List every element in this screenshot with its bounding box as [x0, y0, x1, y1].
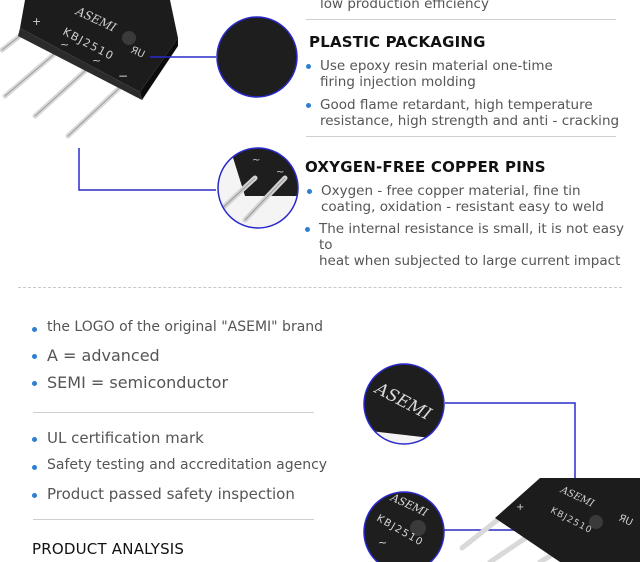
ul-item-1: UL certification mark	[32, 429, 204, 447]
ul-item-2: Safety testing and accreditation agency	[32, 457, 327, 473]
logo-item-2-text: A = advanced	[47, 346, 160, 365]
zoom-circle-logo	[363, 363, 445, 445]
bullet-dot	[307, 189, 312, 194]
zoom-circle-logo-content	[364, 364, 444, 444]
plastic-bullet-1-line-1: Use epoxy resin material one-time	[320, 58, 553, 74]
zoom-circle-copper-content	[218, 148, 298, 228]
bullet-dot	[32, 354, 37, 359]
bullet-dot	[305, 227, 310, 232]
plastic-title: PLASTIC PACKAGING	[309, 33, 486, 51]
plastic-bullet-2-line-1: Good flame retardant, high temperature	[320, 97, 593, 113]
divider-logo	[33, 412, 314, 413]
copper-title: OXYGEN-FREE COPPER PINS	[305, 158, 546, 176]
logo-item-1: the LOGO of the original "ASEMI" brand	[32, 319, 323, 335]
ul-item-2-text: Safety testing and accreditation agency	[47, 457, 328, 473]
bottom-plus-mark: +	[516, 502, 524, 513]
divider-plastic	[306, 136, 616, 137]
divider-top	[306, 19, 616, 20]
connector-logo	[445, 402, 576, 483]
zoom-circle-copper	[217, 147, 299, 229]
zoom-circle-ul	[363, 491, 445, 562]
bullet-dot	[32, 327, 37, 332]
top-cut-text: low production efficiency	[320, 0, 489, 12]
logo-item-3-text: SEMI = semiconductor	[47, 373, 229, 392]
top-ac-mark-2: ~	[92, 54, 101, 67]
bullet-dot	[32, 381, 37, 386]
section-separator	[18, 287, 622, 288]
bullet-dot	[306, 103, 311, 108]
copper-bullet-1: Oxygen - free copper material, fine tin …	[307, 183, 637, 215]
zoom-circle-plastic	[216, 16, 298, 98]
top-cut-bullet: low production efficiency	[306, 0, 636, 12]
top-plus-mark: +	[32, 15, 41, 28]
top-ul-mark: ЯU	[129, 45, 147, 61]
top-rectifier-body	[18, 0, 178, 100]
plastic-bullet-2: Good flame retardant, high temperature r…	[306, 97, 640, 129]
ul-item-1-text: UL certification mark	[47, 429, 204, 447]
product-analysis-title: PRODUCT ANALYSIS	[32, 540, 185, 558]
bullet-dot	[32, 465, 37, 470]
copper-bullet-1-line-2: coating, oxidation - resistant easy to w…	[321, 199, 604, 215]
copper-bullet-2-line-2: heat when subjected to large current imp…	[319, 253, 621, 269]
bullet-dot	[306, 64, 311, 69]
top-ac-mark-1: ~	[60, 38, 69, 51]
logo-item-3: SEMI = semiconductor	[32, 373, 228, 392]
bullet-dot	[32, 493, 37, 498]
copper-bullet-1-line-1: Oxygen - free copper material, fine tin	[321, 183, 581, 199]
copper-bullet-2: The internal resistance is small, it is …	[305, 221, 640, 269]
plastic-bullet-1: Use epoxy resin material one-time firing…	[306, 58, 636, 90]
copper-ac-mark-1: ~	[252, 155, 260, 166]
bottom-ul-mark: ЯU	[617, 513, 635, 529]
bullet-dot	[32, 437, 37, 442]
ul-item-3-text: Product passed safety inspection	[47, 485, 295, 503]
connector-copper	[78, 148, 216, 191]
top-minus-mark: −	[118, 69, 128, 83]
logo-item-2: A = advanced	[32, 346, 160, 365]
zoom-ul-ac-mark: ~	[378, 536, 387, 549]
bottom-rectifier-body	[495, 478, 640, 562]
logo-item-1-text: the LOGO of the original "ASEMI" brand	[47, 319, 324, 335]
ul-item-3: Product passed safety inspection	[32, 485, 295, 503]
divider-ul	[33, 519, 314, 520]
plastic-bullet-1-line-2: firing injection molding	[320, 74, 476, 90]
copper-bullet-2-line-1: The internal resistance is small, it is …	[319, 221, 625, 253]
zoom-circle-ul-content	[364, 492, 444, 562]
copper-ac-mark-2: ~	[276, 167, 284, 178]
plastic-bullet-2-line-2: resistance, high strength and anti - cra…	[320, 113, 620, 129]
